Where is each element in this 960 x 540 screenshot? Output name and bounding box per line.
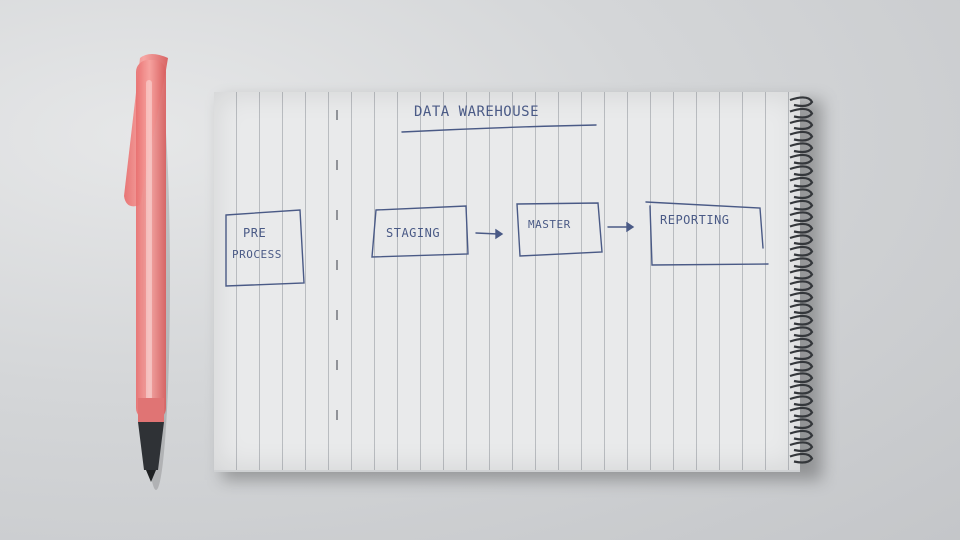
staging-label: STAGING [386,226,441,240]
spiral-coil [789,211,814,223]
spiral-coil [789,188,814,200]
spiral-coil [789,280,814,292]
spiral-coil [789,349,814,361]
spiral-coil [789,96,814,108]
notebook-page [214,92,800,472]
spiral-coil [789,441,814,453]
spiral-coil [789,119,814,131]
spiral-coil [789,452,814,464]
pre-process-label-line1: PRE [243,226,267,240]
spiral-coil [789,165,814,177]
reporting-box [645,201,769,266]
spiral-coil [789,326,814,338]
spiral-coil [789,360,814,372]
spiral-coil [789,222,814,234]
pre-process-box [225,209,305,287]
spiral-coil [789,337,814,349]
staging-box [371,205,469,258]
spiral-coil [789,107,814,119]
spiral-coil [789,142,814,154]
reporting-label: REPORTING [660,213,730,227]
diagram-title: DATA WAREHOUSE [414,104,540,120]
spiral-coil [789,291,814,303]
spiral-coil [789,429,814,441]
spiral-coil [789,153,814,165]
spiral-coil [789,383,814,395]
spiral-coil [789,372,814,384]
spiral-coil [789,234,814,246]
spiral-coil [789,268,814,280]
spiral-binding [789,96,814,464]
title-underline [401,124,597,133]
spiral-coil [789,245,814,257]
spiral-coil [789,199,814,211]
arrow-staging-master [475,232,499,235]
master-box [516,202,603,257]
spiral-coil [789,176,814,188]
spiral-coil [789,314,814,326]
master-label: MASTER [528,218,571,231]
spiral-coil [789,418,814,430]
spiral-coil [789,257,814,269]
spiral-coil [789,406,814,418]
margin-dashed-line [336,110,338,440]
spiral-coil [789,303,814,315]
spiral-coil [789,130,814,142]
pre-process-label-line2: PROCESS [232,248,282,261]
spiral-coil [789,395,814,407]
